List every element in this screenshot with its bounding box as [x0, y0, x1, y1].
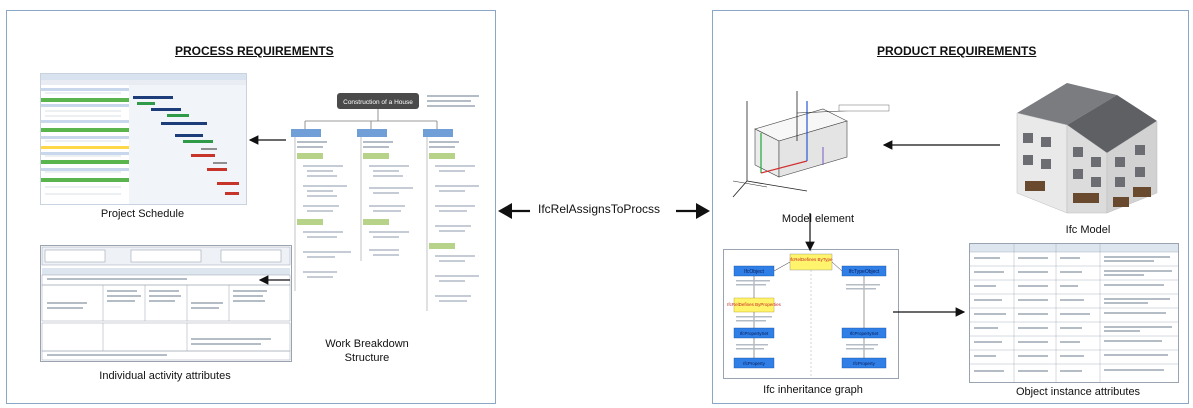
activity-form-graphic	[41, 246, 291, 361]
model-element-graphic	[732, 91, 890, 198]
activity-attributes-caption: Individual activity attributes	[99, 370, 231, 382]
left-connector-arrowhead	[498, 203, 512, 219]
node-property-set: IfcPropertySet	[740, 331, 769, 336]
ifc-model-image	[1007, 73, 1167, 219]
node-rel-properties: IfcRelDefines ByProperties	[727, 302, 782, 307]
work-breakdown-structure-image: Construction of a House	[287, 91, 485, 319]
node-property-set-2: IfcPropertySet	[850, 331, 879, 336]
object-attributes-image	[969, 243, 1179, 383]
node-object: IfcObject	[744, 269, 764, 275]
wbs-caption-line1: Work Breakdown	[325, 338, 409, 350]
project-schedule-caption: Project Schedule	[100, 208, 185, 220]
ifc-graph-graphic: IfcRelDefines ByType IfcObject IfcRelDef…	[727, 250, 887, 378]
node-property: IfcProperty	[743, 361, 766, 366]
node-property-2: IfcProperty	[853, 361, 876, 366]
ifc-graph-caption: Ifc inheritance graph	[763, 384, 863, 396]
project-schedule-image	[40, 73, 247, 205]
product-requirements-title: PRODUCT REQUIREMENTS	[877, 44, 1037, 58]
gantt-chart-graphic	[41, 74, 246, 204]
object-attributes-caption: Object instance attributes	[1015, 386, 1141, 398]
activity-attributes-image	[40, 245, 292, 362]
product-requirements-panel: PRODUCT REQUIREMENTS Model element	[712, 10, 1189, 404]
attributes-table-graphic	[970, 244, 1178, 382]
building-graphic	[1016, 83, 1158, 214]
node-type-object: IfcTypeObject	[849, 269, 880, 275]
node-rel-type: IfcRelDefines ByType	[789, 257, 833, 262]
wbs-root-label: Construction of a House	[343, 99, 413, 106]
model-element-image	[727, 81, 897, 203]
right-connector-arrowhead	[696, 203, 710, 219]
wbs-tree-graphic: Construction of a House	[291, 93, 479, 311]
ifc-inheritance-graph-image: IfcRelDefines ByType IfcObject IfcRelDef…	[723, 249, 899, 379]
ifc-relation-label: IfcRelAssignsToProcss	[538, 202, 661, 216]
process-requirements-title: PROCESS REQUIREMENTS	[175, 44, 334, 58]
wbs-caption-line2: Structure	[344, 352, 390, 364]
process-requirements-panel: PROCESS REQUIREMENTS	[6, 10, 496, 404]
model-element-caption: Model element	[781, 213, 855, 225]
ifc-model-caption: Ifc Model	[1065, 224, 1111, 236]
